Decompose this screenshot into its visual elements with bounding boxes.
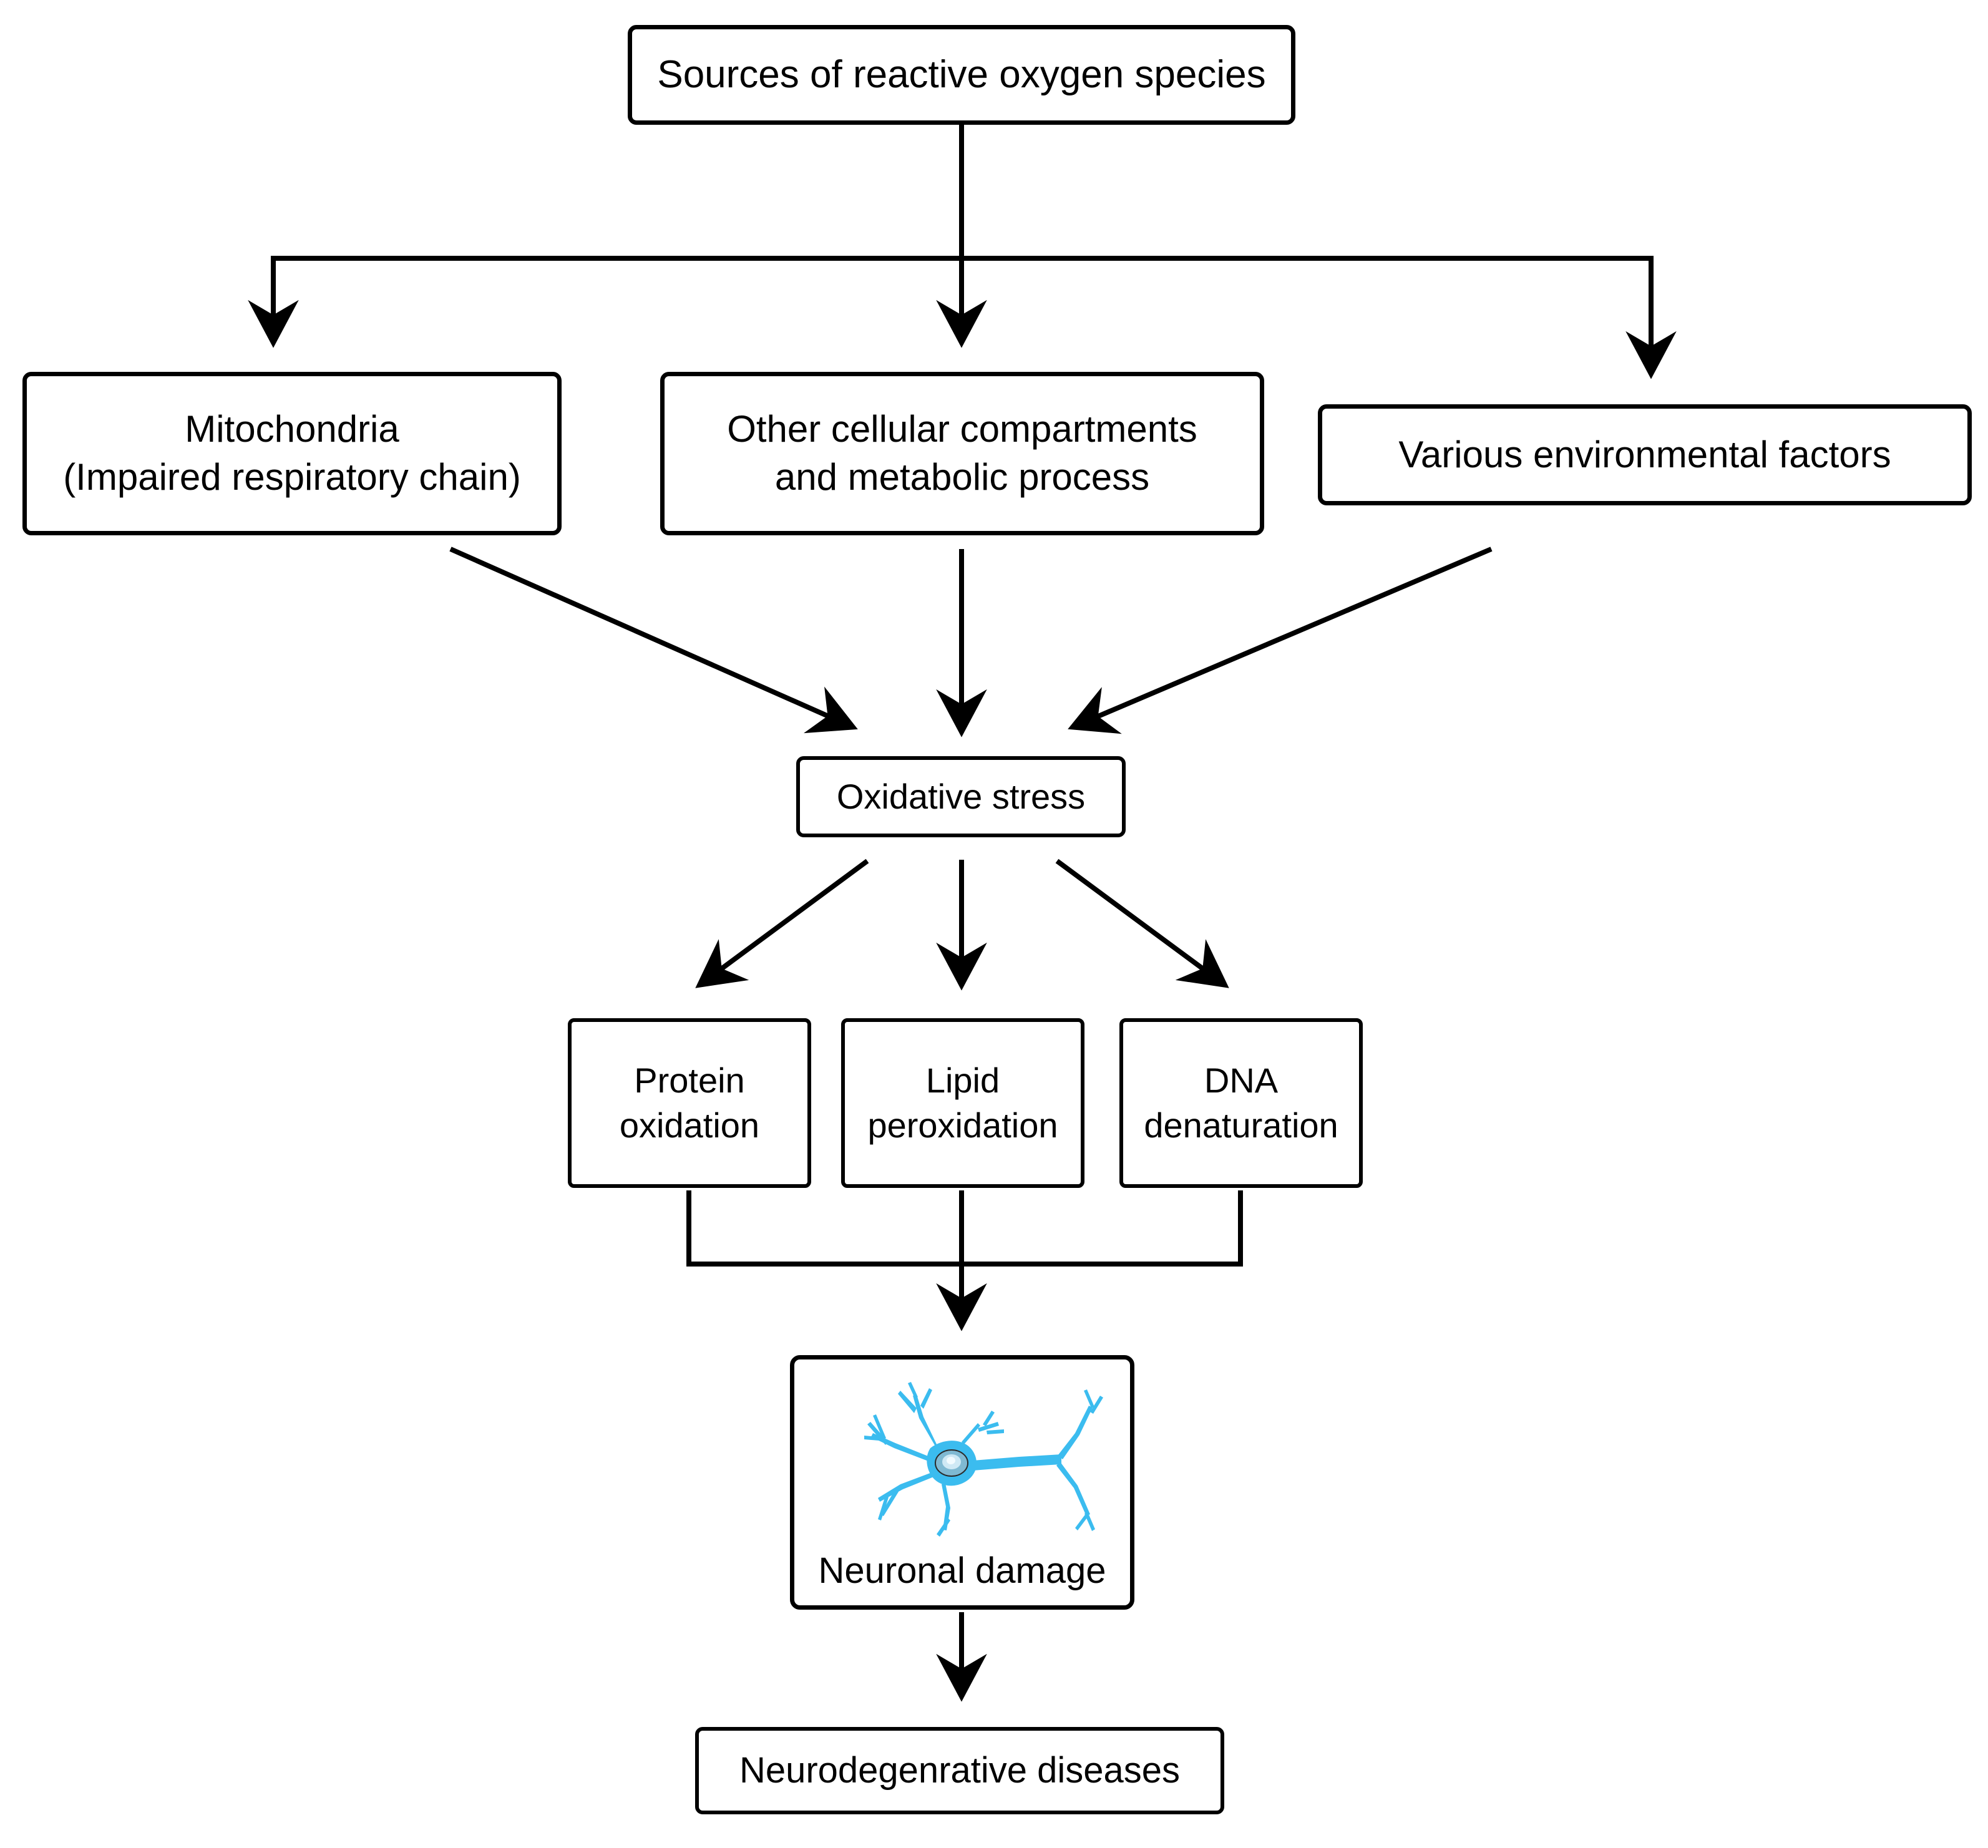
node-label: Neurodegenrative diseases (739, 1749, 1181, 1791)
node-sources-of-ros[interactable]: Sources of reactive oxygen species (628, 25, 1295, 125)
node-neurodegenerative-diseases[interactable]: Neurodegenrative diseases (695, 1727, 1224, 1814)
node-label: DNA denaturation (1144, 1061, 1338, 1145)
node-oxidative-stress[interactable]: Oxidative stress (796, 756, 1126, 837)
node-label: Mitochondria (Impaired respiratory chain… (63, 408, 521, 498)
node-label: Neuronal damage (818, 1550, 1106, 1591)
edge-oxstress-to-dna (1055, 858, 1229, 988)
node-label: Other cellular compartments and metaboli… (727, 408, 1197, 498)
node-label: Protein oxidation (619, 1061, 760, 1145)
node-other-cellular-compartments[interactable]: Other cellular compartments and metaboli… (660, 372, 1264, 535)
edge-environmental-to-oxstress (1068, 547, 1493, 734)
node-label: Lipid peroxidation (867, 1061, 1058, 1145)
node-neuronal-damage[interactable]: Neuronal damage (790, 1355, 1134, 1610)
node-various-environmental-factors[interactable]: Various environmental factors (1318, 404, 1972, 505)
node-protein-oxidation[interactable]: Protein oxidation (568, 1018, 811, 1188)
edge-mitochondria-to-oxstress (449, 547, 858, 734)
node-label: Sources of reactive oxygen species (657, 53, 1266, 97)
node-label: Various environmental factors (1398, 433, 1891, 475)
node-label: Oxidative stress (836, 777, 1086, 817)
neuron-icon (864, 1382, 1103, 1537)
node-mitochondria[interactable]: Mitochondria (Impaired respiratory chain… (22, 372, 562, 535)
node-dna-denaturation[interactable]: DNA denaturation (1119, 1018, 1363, 1188)
node-lipid-peroxidation[interactable]: Lipid peroxidation (841, 1018, 1084, 1188)
edge-oxstress-to-protein (695, 858, 869, 988)
